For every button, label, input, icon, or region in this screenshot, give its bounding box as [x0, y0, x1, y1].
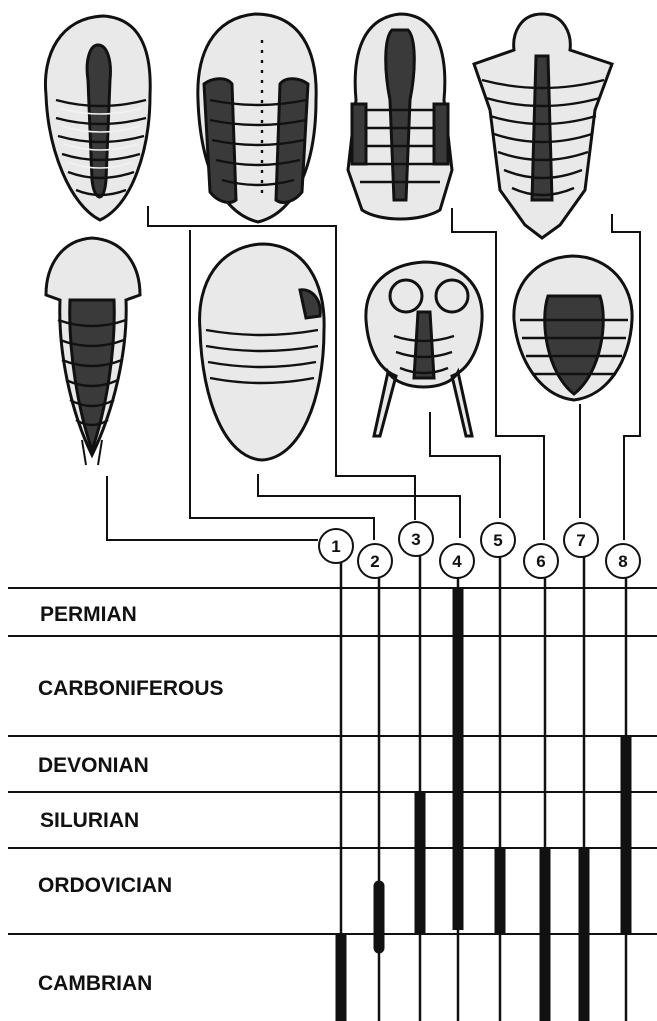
trilobite-2-illustration: [45, 16, 150, 220]
taxon-number-1: 1: [331, 537, 340, 556]
trilobite-8-illustration: [474, 14, 612, 238]
taxon-marker-5: 5: [481, 523, 515, 557]
taxon-marker-1: 1: [319, 529, 353, 563]
trilobite-illustrations: [45, 14, 632, 465]
taxon-number-4: 4: [452, 552, 462, 571]
range-bars: [341, 556, 626, 1021]
trilobite-1-illustration: [46, 238, 140, 465]
leader-1: [107, 476, 318, 540]
leader-8: [612, 214, 640, 540]
period-label-carboniferous: CARBONIFEROUS: [38, 677, 224, 700]
taxon-number-6: 6: [536, 552, 545, 571]
taxon-marker-7: 7: [564, 523, 598, 557]
period-label-permian: PERMIAN: [40, 603, 137, 626]
taxon-number-3: 3: [411, 530, 420, 549]
trilobite-6-illustration: [366, 262, 482, 436]
taxon-marker-4: 4: [440, 544, 474, 578]
leader-6: [452, 208, 544, 540]
taxon-number-7: 7: [576, 531, 585, 550]
trilobite-3-illustration: [198, 14, 316, 222]
period-label-ordovician: ORDOVICIAN: [38, 874, 172, 897]
taxon-number-2: 2: [370, 552, 379, 571]
taxon-marker-2: 2: [358, 544, 392, 578]
period-label-devonian: DEVONIAN: [38, 754, 149, 777]
trilobite-7-illustration: [514, 256, 632, 400]
taxon-marker-3: 3: [399, 522, 433, 556]
period-label-silurian: SILURIAN: [40, 809, 139, 832]
taxon-number-5: 5: [493, 531, 502, 550]
period-label-cambrian: CAMBRIAN: [38, 972, 152, 995]
taxon-marker-6: 6: [524, 544, 558, 578]
trilobite-5-illustration: [348, 14, 452, 219]
trilobite-4-illustration: [200, 244, 325, 460]
taxon-number-8: 8: [618, 552, 627, 571]
taxon-marker-8: 8: [606, 544, 640, 578]
